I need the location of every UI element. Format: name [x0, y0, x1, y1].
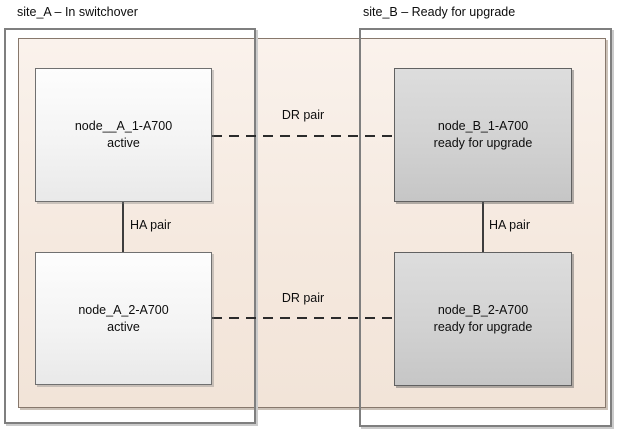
node-status: ready for upgrade [433, 136, 533, 150]
site-b-outer-frame [359, 28, 612, 427]
node-name: node__A_1-A700 [74, 119, 173, 133]
node-status: active [107, 319, 140, 334]
node-name: node_B_1-A700 [437, 119, 529, 133]
node-b2-box: node_B_2-A700 ready for upgrade [394, 252, 572, 386]
site-a-outer-frame [4, 28, 256, 424]
ha-pair-label-site-a: HA pair [130, 218, 171, 232]
dr-pair-label-top: DR pair [281, 108, 325, 122]
ha-pair-line-site-b [482, 202, 484, 252]
site-a-title: site_A – In switchover [17, 5, 138, 19]
node-a2-box: node_A_2-A700 active [35, 252, 212, 385]
node-name: node_A_2-A700 [78, 302, 169, 317]
dr-pair-label-bottom: DR pair [281, 291, 325, 305]
ha-pair-line-site-a [122, 202, 124, 252]
node-name: node_B_2-A700 [437, 303, 529, 317]
node-status: active [107, 136, 140, 150]
node-a1-box: node__A_1-A700 active [35, 68, 212, 202]
node-b1-box: node_B_1-A700 ready for upgrade [394, 68, 572, 202]
node-status: ready for upgrade [433, 320, 533, 334]
site-b-title: site_B – Ready for upgrade [363, 5, 516, 19]
ha-pair-label-site-b: HA pair [489, 218, 530, 232]
dr-pair-line-bottom [212, 317, 394, 319]
dr-pair-line-top [212, 135, 394, 137]
